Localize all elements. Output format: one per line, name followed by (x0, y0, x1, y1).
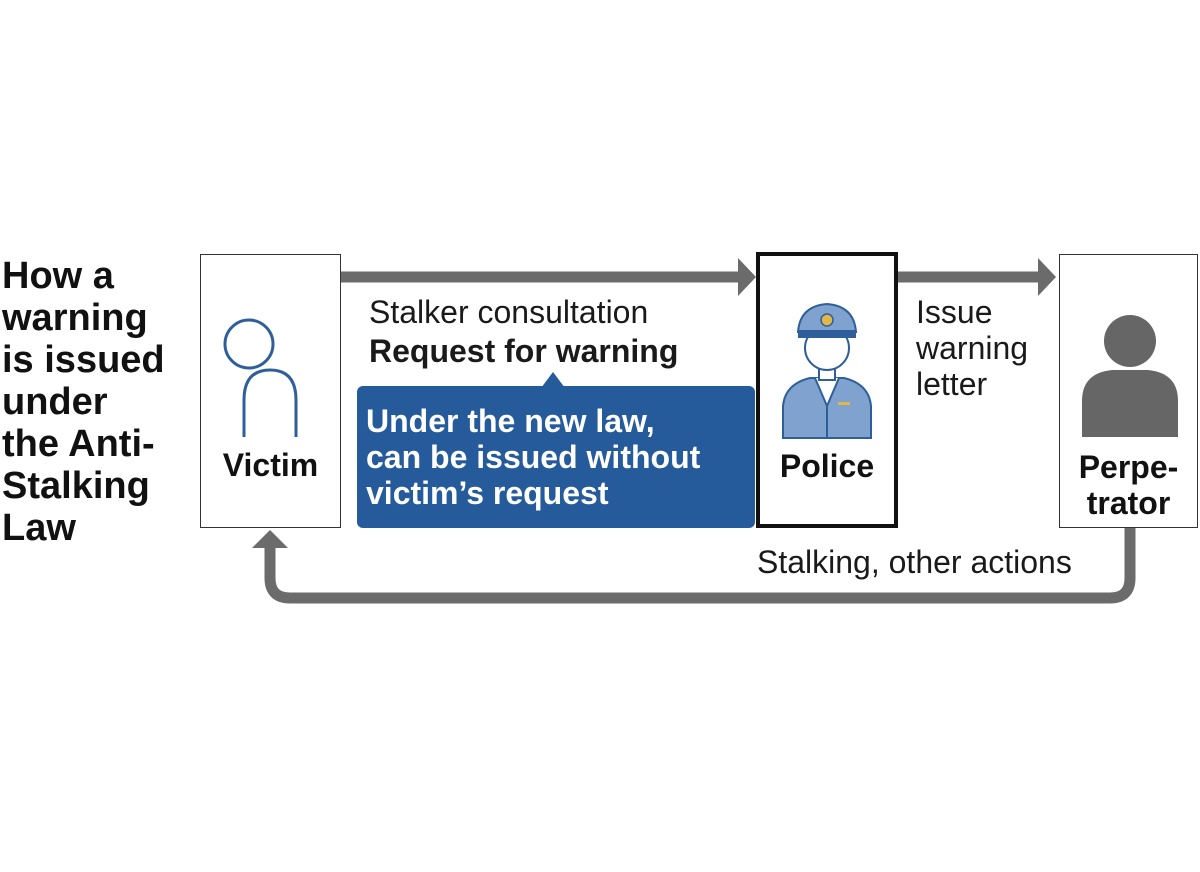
title-line: is issued (2, 339, 165, 381)
victim-label: Victim (222, 447, 319, 483)
title-line: warning (2, 297, 148, 339)
police-officer-icon (782, 302, 872, 439)
police-box: Police (756, 252, 898, 528)
title-line: the Anti- (2, 423, 155, 465)
callout-line: Under the new law, (366, 403, 655, 439)
perpetrator-box: Perpe- trator (1059, 254, 1198, 528)
stalking-other-actions-label: Stalking, other actions (757, 544, 1072, 580)
perpetrator-silhouette-icon (1082, 315, 1178, 437)
title-line: Stalking (2, 465, 150, 507)
title-line: Law (2, 507, 76, 549)
victim-box: Victim (200, 254, 341, 528)
arrow-victim-to-police (341, 258, 756, 296)
police-label: Police (779, 448, 875, 484)
arrow-police-to-perpetrator (898, 258, 1056, 296)
issue-warning-letter-line: warning (916, 330, 1029, 366)
new-law-callout: Under the new law, can be issued without… (357, 386, 755, 528)
arrow-perpetrator-to-victim (252, 528, 1136, 604)
issue-warning-letter-line: letter (916, 366, 988, 402)
stalker-consultation-label: Stalker consultation (369, 294, 649, 330)
title-line: under (2, 381, 108, 423)
victim-person-icon (223, 318, 298, 437)
perpetrator-label-line: Perpe- (1078, 449, 1179, 485)
callout-line: can be issued without (366, 439, 701, 475)
callout-line: victim’s request (366, 475, 609, 511)
title-line: How a (2, 255, 114, 297)
issue-warning-letter-line: Issue (916, 294, 993, 330)
perpetrator-label-line: trator (1086, 485, 1171, 521)
request-for-warning-label: Request for warning (369, 333, 679, 369)
